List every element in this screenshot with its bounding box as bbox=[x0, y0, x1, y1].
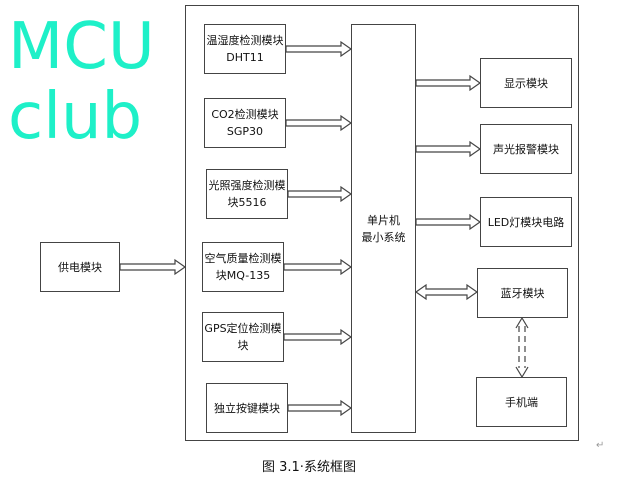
label: 蓝牙模块 bbox=[500, 286, 545, 300]
output-arrow bbox=[415, 140, 482, 158]
output-module-alarm: 声光报警模块 bbox=[480, 124, 572, 174]
power-arrow bbox=[119, 258, 187, 276]
power-module: 供电模块 bbox=[40, 242, 120, 292]
label: 显示模块 bbox=[504, 76, 548, 90]
input-module-temp-humidity: 温湿度检测模块 DHT11 bbox=[204, 24, 286, 74]
label-line1: 空气质量检测模 bbox=[204, 252, 282, 265]
label-line2: 块5516 bbox=[227, 196, 267, 209]
wireless-dashed-arrow bbox=[515, 316, 529, 379]
phone-terminal: 手机端 bbox=[476, 377, 567, 427]
label-line2: 块MQ-135 bbox=[215, 269, 271, 282]
bluetooth-module: 蓝牙模块 bbox=[477, 268, 568, 318]
mcu-minimum-system: 单片机最小系统 bbox=[351, 24, 416, 433]
mcu-label-line1: 单片机 bbox=[367, 213, 400, 227]
output-arrow bbox=[415, 74, 482, 92]
label-line2: 块 bbox=[237, 339, 249, 352]
mcu-label-line2: 最小系统 bbox=[361, 230, 406, 244]
input-module-gps: GPS定位检测模块 bbox=[202, 312, 284, 362]
output-module-display: 显示模块 bbox=[480, 58, 572, 108]
label: 手机端 bbox=[505, 395, 538, 409]
input-arrow bbox=[285, 40, 353, 58]
output-module-led: LED灯模块电路 bbox=[480, 197, 572, 247]
figure-caption: 图 3.1·系统框图 bbox=[262, 460, 356, 475]
label: 声光报警模块 bbox=[493, 142, 559, 156]
input-arrow bbox=[287, 185, 353, 203]
label: LED灯模块电路 bbox=[487, 215, 565, 229]
label-line1: GPS定位检测模 bbox=[204, 322, 282, 335]
input-module-keys: 独立按键模块 bbox=[206, 383, 288, 433]
label-line1: 光照强度检测模 bbox=[208, 179, 286, 192]
label-line2: DHT11 bbox=[226, 51, 264, 64]
input-module-air-quality: 空气质量检测模块MQ-135 bbox=[202, 242, 284, 292]
input-arrow bbox=[287, 399, 353, 417]
output-arrow bbox=[415, 213, 482, 231]
input-module-light: 光照强度检测模块5516 bbox=[206, 169, 288, 219]
system-boundary bbox=[185, 5, 579, 441]
label-line1: 温湿度检测模块 bbox=[206, 34, 284, 47]
input-arrow bbox=[283, 328, 353, 346]
power-module-label: 供电模块 bbox=[58, 260, 102, 274]
label-line1: 独立按键模块 bbox=[214, 401, 280, 415]
label-line1: CO2检测模块 bbox=[211, 108, 279, 121]
bluetooth-bidirectional-arrow bbox=[414, 283, 479, 301]
input-arrow bbox=[283, 258, 353, 276]
input-module-co2: CO2检测模块 SGP30 bbox=[204, 98, 286, 148]
label-line2: SGP30 bbox=[226, 125, 264, 138]
paragraph-mark: ↵ bbox=[596, 440, 605, 451]
input-arrow bbox=[285, 114, 353, 132]
